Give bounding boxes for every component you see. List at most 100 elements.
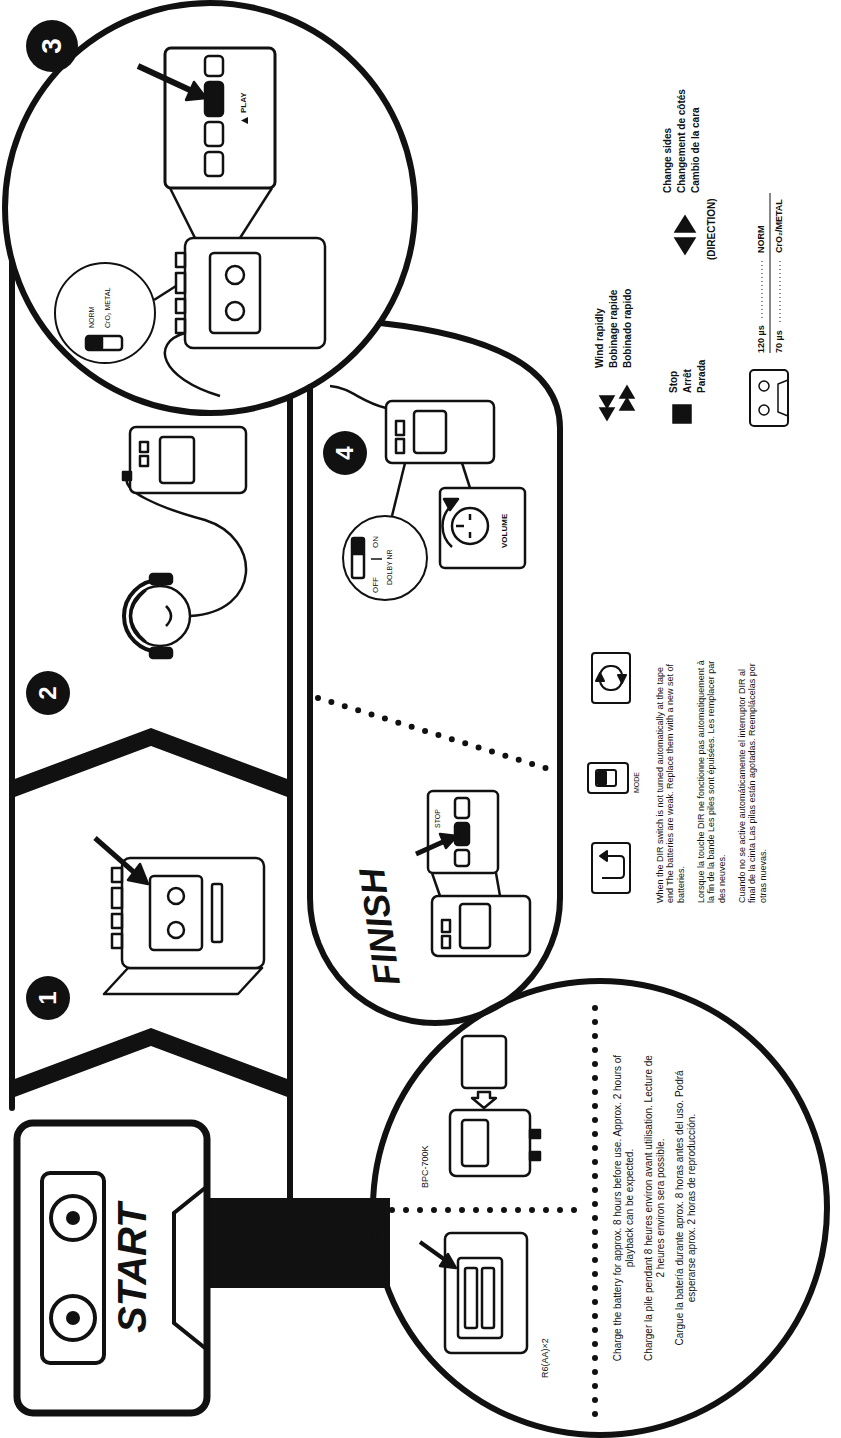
mode-icons-part [592,843,630,893]
switch-label: CrO₂ METAL [104,288,112,328]
play-illustration-part [86,336,122,350]
volume-illustration-part [469,532,472,538]
switch-label: MODE [633,772,641,793]
legend-text: Parada [696,360,708,393]
insert-cassette-illustration-part [95,838,136,874]
stop-illustration-part [455,850,469,866]
mode-icons-part [598,772,606,784]
legend-text: Changement de côtés [676,89,688,193]
charging-illustration-part [530,1152,540,1160]
bubble-outline-part [9,260,15,1108]
play-illustration-part [226,302,244,320]
volume-illustration [330,386,525,600]
play-illustration-part [176,273,185,293]
stop-illustration-part [432,873,440,896]
play-illustration-part [241,117,248,124]
step-chevron-part [12,1028,290,1098]
step-chevron-part [12,728,290,798]
insert-cassette-illustration-part [168,888,184,904]
button-label: STOP [434,809,442,828]
step-number-badge: 1 [26,976,70,1020]
note-text: Lorsque la touche DIR ne fonctionne pas … [696,653,727,903]
legend-text: Wind rapidly [594,308,606,368]
headphones-illustration-part [131,590,146,642]
insert-cassette-illustration-part [104,968,262,994]
volume-illustration-part [386,401,494,463]
tape-spec: CrO₂/METAL [774,199,784,253]
play-illustration-part [186,82,206,100]
play-illustration-part [165,48,275,188]
legend-text: Bobinage rapide [608,290,620,368]
volume-illustration-part [330,386,386,408]
headphones-illustration-part [140,456,148,466]
mode-icons-part [588,763,628,793]
play-illustration-part [226,266,244,284]
insert-cassette-illustration-part [112,914,122,928]
volume-illustration-part [352,538,364,578]
button-label: PLAY [239,92,248,113]
switch-label: NORM [88,307,96,328]
tape-spec: NORM [756,226,766,254]
note-text: Cuando no se active automáticamente el i… [737,653,768,903]
button-symbols-part [778,380,788,416]
instruction-block: Charge the battery for approx. 8 hours b… [612,1053,705,1363]
button-symbols-part [673,405,691,423]
volume-illustration-part [469,514,472,520]
insert-cassette-illustration-part [128,864,148,884]
stop-illustration-part [440,834,457,848]
step-number-badge: 3 [26,20,78,72]
volume-illustration-part [414,411,446,453]
cassette-part [66,1211,80,1225]
stop-illustration-part [442,936,450,948]
note-text: When the DIR switch is not turned automa… [655,653,686,903]
charging-illustration [392,1002,595,1414]
headphones-illustration-part [124,580,160,652]
bubble-outline [5,3,560,1198]
charging-illustration-part [462,1120,488,1166]
mode-icons [588,653,630,893]
button-symbols-part [675,238,695,254]
bubble-outline-part [5,3,415,413]
stop-illustration-part [455,798,469,818]
insert-cassette-illustration-part [212,884,222,942]
switch-label: DOLBY NR [386,549,394,585]
volume-illustration-part [444,499,458,510]
headphones-illustration-part [123,472,131,480]
volume-illustration-part [396,439,404,453]
button-symbols-part [620,386,634,398]
insert-cassette-illustration-part [112,888,122,908]
play-illustration-part [210,253,260,333]
callout-number: 1 [36,991,60,1004]
legend-text: Cambio de la cara [690,107,702,193]
button-symbols-part [675,216,695,232]
insert-cassette-illustration-part [112,934,122,948]
charging-illustration-part [458,1258,502,1338]
volume-illustration-part [343,516,427,600]
stop-illustration-part [428,791,498,873]
callout-number: 4 [333,446,357,459]
button-symbols [600,193,788,426]
cassette-part [174,1188,205,1348]
start-title: START [112,1203,152,1333]
stop-illustration-part [455,823,469,845]
legend-text: Stop [668,371,680,393]
button-symbols-part [780,258,781,322]
headphones-illustration-part [150,648,172,658]
play-illustration-part [88,338,102,348]
instruction-text: Charge the battery for approx. 8 hours b… [612,1053,636,1363]
volume-illustration-part [396,421,404,435]
cassette-part [42,1173,104,1363]
charging-illustration-part [440,1254,456,1268]
play-illustration-part [205,56,223,76]
start-neck [200,1198,390,1288]
stop-illustration [318,698,552,956]
headphones-illustration-part [140,442,148,452]
headphones-illustration-part [160,437,194,483]
legend-text: Bobinado rapido [622,289,634,368]
instruction-text: Cargue la batería durante aprox. 8 horas… [674,1053,698,1363]
charging-illustration-part [472,1092,496,1108]
legend-text: (DIRECTION) [706,198,718,260]
volume-illustration-part [462,463,470,488]
control-label: VOLUME [500,514,509,548]
